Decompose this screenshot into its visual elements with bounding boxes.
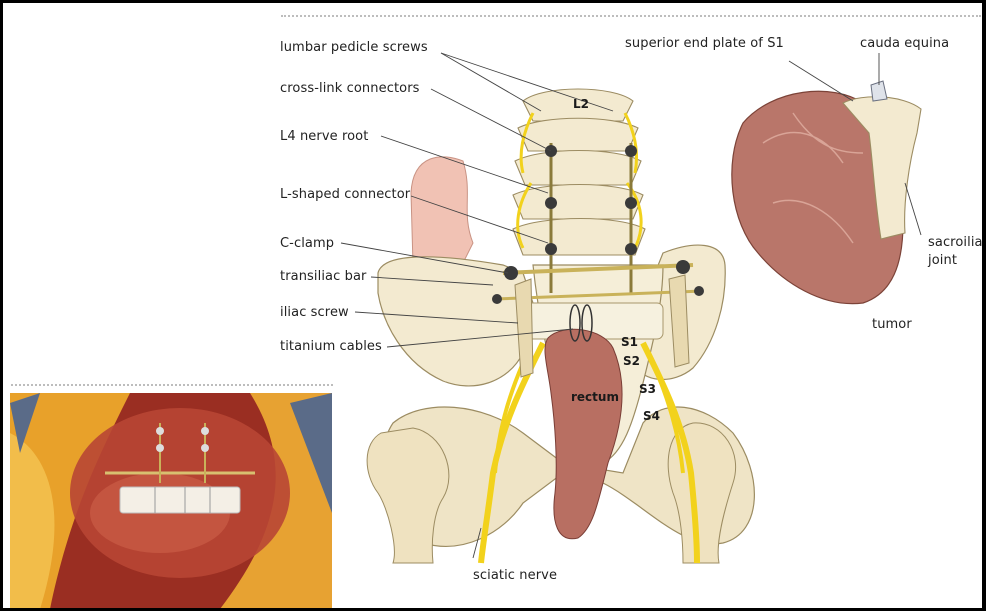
label-tumor: tumor [872, 317, 912, 332]
rectum-shape [545, 329, 622, 538]
label-joint: joint [928, 253, 957, 268]
label-lumbar-pedicle-screws: lumbar pedicle screws [280, 40, 428, 55]
label-c-clamp: C-clamp [280, 236, 334, 251]
label-superior-end-plate: superior end plate of S1 [625, 36, 784, 51]
label-iliac-screw: iliac screw [280, 305, 349, 320]
label-sacroiliac: sacroiliac [928, 235, 986, 250]
label-s4: S4 [643, 409, 660, 423]
label-l2: L2 [573, 97, 589, 111]
label-cross-link-connectors: cross-link connectors [280, 81, 420, 96]
label-transiliac-bar: transiliac bar [280, 269, 366, 284]
colon-shape [411, 157, 473, 265]
label-l4-nerve-root: L4 nerve root [280, 129, 368, 144]
label-l-shaped-connector: L-shaped connector [280, 187, 410, 202]
label-rectum: rectum [571, 390, 619, 404]
label-s2: S2 [623, 354, 640, 368]
label-titanium-cables: titanium cables [280, 339, 382, 354]
label-sciatic-nerve: sciatic nerve [473, 568, 557, 583]
surgical-photo [10, 393, 332, 609]
label-cauda-equina: cauda equina [860, 36, 949, 51]
label-s1: S1 [621, 335, 638, 349]
label-s3: S3 [639, 382, 656, 396]
tumor-illustration [732, 81, 921, 304]
